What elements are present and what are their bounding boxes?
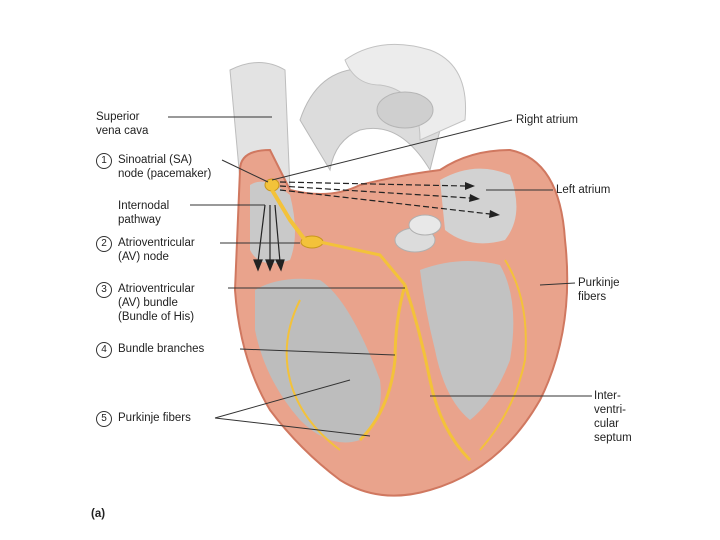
- leader-lines: [168, 116, 592, 437]
- internodal-down-arrows: [253, 204, 285, 272]
- av-bundle: [319, 240, 407, 286]
- purkinje-left-wall: [285, 299, 341, 451]
- internodal-pathway: [270, 188, 307, 242]
- label-purkinje-fibers-right: Purkinje fibers: [578, 277, 620, 303]
- arrowheads: [465, 182, 500, 218]
- right-ventricle-chamber: [255, 278, 381, 443]
- label-bundle-branches: Bundle branches: [118, 343, 205, 355]
- label-interventricular-septum: Inter- ventri- cular septum: [594, 390, 632, 444]
- sa-to-left-atrium-arrows: [279, 181, 491, 215]
- left-atrium-chamber: [440, 168, 517, 244]
- sa-node: [264, 178, 280, 192]
- step-number-4: 4: [96, 342, 112, 358]
- left-ventricle-chamber: [420, 261, 514, 420]
- aorta-opening: [376, 91, 434, 129]
- label-internodal-pathway: Internodal pathway: [118, 200, 170, 226]
- valve-center: [408, 214, 442, 236]
- label-right-atrium: Right atrium: [516, 114, 578, 126]
- bundle-branch-right: [358, 284, 407, 442]
- step-number-5: 5: [96, 411, 112, 427]
- step-number-3: 3: [96, 282, 112, 298]
- purkinje-right-wall: [479, 259, 527, 451]
- panel-label: (a): [91, 508, 105, 520]
- step-number-1: 1: [96, 153, 112, 169]
- label-left-atrium: Left atrium: [556, 184, 611, 196]
- step-number-2: 2: [96, 236, 112, 252]
- label-av-node: Atrioventricular (AV) node: [118, 237, 195, 263]
- label-sa-node: Sinoatrial (SA) node (pacemaker): [118, 154, 212, 180]
- label-purkinje-fibers-left: Purkinje fibers: [118, 412, 191, 424]
- label-av-bundle: Atrioventricular (AV) bundle (Bundle of …: [118, 283, 195, 323]
- bundle-branch-left: [403, 284, 472, 462]
- label-superior-vena-cava: Superior vena cava: [96, 111, 149, 137]
